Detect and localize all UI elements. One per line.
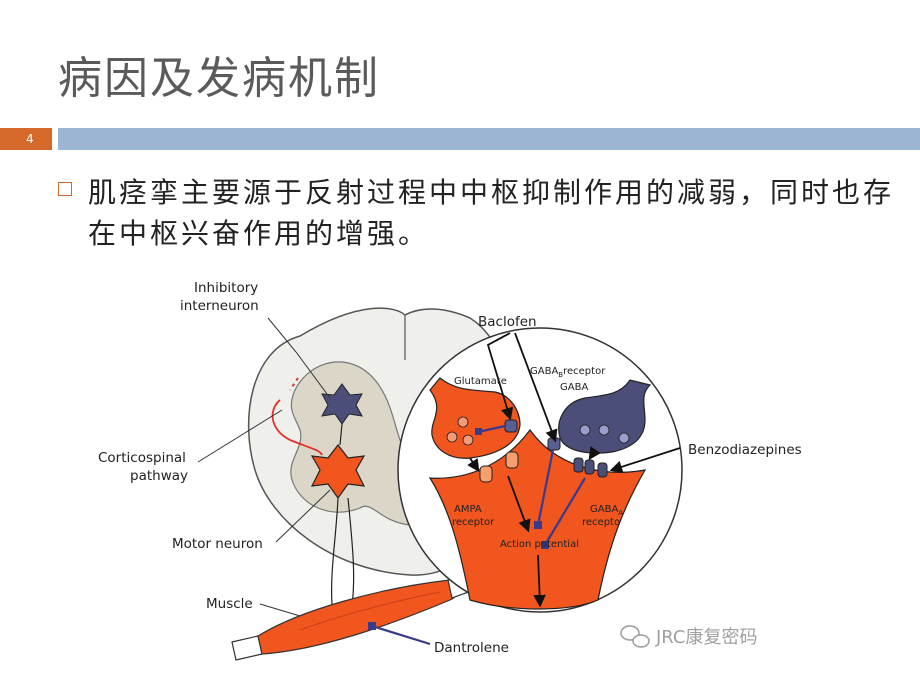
gabaa-path — [544, 477, 586, 546]
gaba-vesicle — [579, 424, 591, 436]
gaba-vesicle — [598, 424, 610, 436]
label-pathway: pathway — [130, 468, 188, 484]
label-gabaa-receptor: recepto — [582, 517, 620, 528]
gabaa-receptor — [573, 457, 584, 473]
leader-interneuron — [267, 317, 331, 399]
synapse-zoom-circle — [397, 327, 683, 613]
muscle-fiber-line — [299, 591, 441, 631]
label-baclofen: Baclofen — [478, 314, 537, 330]
ampa-receptor — [479, 465, 493, 483]
wechat-icon — [620, 625, 650, 648]
label-action-potential: Action potential — [500, 539, 579, 550]
label-benzodiazepines: Benzodiazepines — [688, 442, 802, 458]
tendon-left — [231, 635, 263, 661]
label-gaba: GABA — [560, 382, 588, 393]
label-ampa-receptor: receptor — [452, 517, 495, 528]
gaba-release-arrow — [588, 446, 601, 461]
action-potential-arrow — [533, 554, 546, 608]
label-interneuron: interneuron — [180, 298, 259, 314]
gaba-vesicle — [618, 432, 630, 444]
label-gabaa: GABAA — [590, 504, 623, 517]
label-dantrolene: Dantrolene — [434, 640, 509, 656]
gabaa-receptor — [597, 462, 608, 478]
blue-divider — [58, 128, 920, 150]
watermark-text: JRC康复密码 — [655, 627, 758, 648]
interneuron-axon — [339, 423, 343, 446]
corticospinal-tract-dashed — [289, 377, 299, 391]
leader-corticospinal — [197, 409, 283, 463]
glutamate-release-arrow — [467, 457, 480, 473]
gabab-receptor — [504, 419, 518, 433]
excitation-arrow — [507, 475, 531, 533]
leader-motor-neuron — [275, 489, 331, 543]
title-divider-bar: 4 — [0, 128, 920, 150]
baclofen-arrow-left — [486, 332, 514, 421]
gabaa-block-marker — [541, 541, 549, 549]
baclofen-path-postsynaptic — [536, 449, 555, 526]
label-gabab-receptor: GABABreceptor — [530, 366, 606, 379]
label-glutamate: Glutamate — [454, 376, 507, 387]
baclofen-arrow-right — [514, 332, 558, 443]
page-number: 4 — [0, 128, 52, 150]
label-muscle: Muscle — [206, 596, 253, 612]
label-corticospinal: Corticospinal — [98, 450, 186, 466]
leader-muscle — [259, 603, 301, 617]
label-inhibitory: Inhibitory — [194, 280, 258, 296]
motor-axon — [331, 497, 339, 606]
glutamate-vesicle — [446, 431, 458, 443]
sensory-fiber — [347, 497, 355, 606]
baclofen-block-marker — [534, 521, 542, 529]
bullet-text: 肌痉挛主要源于反射过程中中枢抑制作用的减弱，同时也存在中枢兴奋作用的增强。 — [88, 176, 895, 250]
page-title: 病因及发病机制 — [58, 53, 380, 104]
corticospinal-tract — [271, 399, 323, 456]
ampa-receptor — [505, 451, 519, 469]
gabaa-receptor — [584, 459, 595, 475]
label-ampa: AMPA — [454, 504, 482, 515]
glutamate-vesicle — [457, 416, 469, 428]
dantrolene-block-marker — [368, 622, 376, 630]
baclofen-block-marker — [475, 428, 482, 435]
baclofen-path-presynaptic — [477, 424, 506, 434]
glutamate-vesicle — [462, 434, 474, 446]
bullet-square-icon — [58, 182, 72, 196]
benzodiazepines-arrow — [609, 447, 681, 473]
label-motor-neuron: Motor neuron — [172, 536, 263, 552]
watermark: JRC康复密码 — [620, 625, 758, 648]
dantrolene-path — [371, 624, 431, 646]
